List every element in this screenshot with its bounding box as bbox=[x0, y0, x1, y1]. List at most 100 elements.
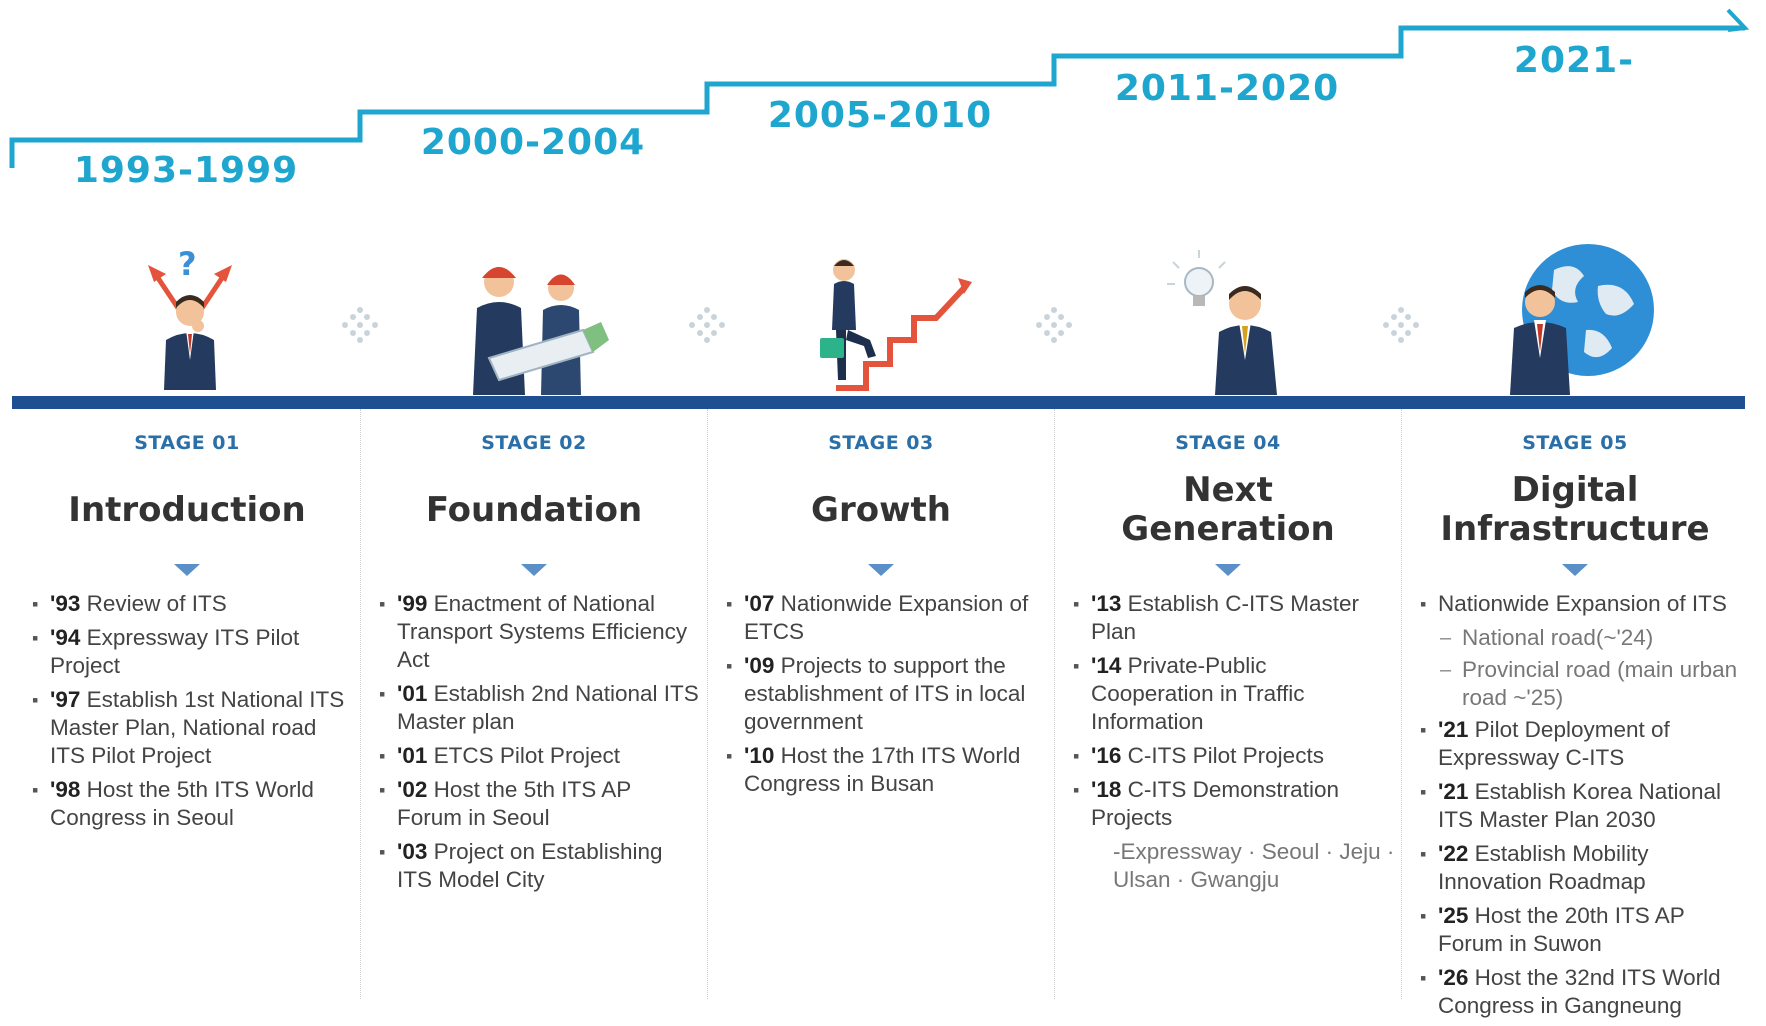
milestone-year: '26 bbox=[1438, 965, 1469, 990]
connector-dots-icon bbox=[689, 307, 725, 343]
milestone-text: ETCS Pilot Project bbox=[433, 743, 620, 768]
list-item: '01 Establish 2nd National ITS Master pl… bbox=[379, 680, 701, 736]
milestone-list: Nationwide Expansion of ITS National roa… bbox=[1402, 590, 1748, 1020]
milestone-text: Nationwide Expansion of ETCS bbox=[744, 591, 1029, 644]
milestone-year: '01 bbox=[397, 681, 428, 706]
milestone-year: '07 bbox=[744, 591, 775, 616]
column-divider bbox=[360, 409, 361, 999]
list-item: '94 Expressway ITS Pilot Project bbox=[32, 624, 354, 680]
period-label-2: 2000-2004 bbox=[420, 122, 646, 163]
milestone-year: '94 bbox=[50, 625, 81, 650]
milestone-text: Establish 1st National ITS Master Plan, … bbox=[50, 687, 345, 768]
milestone-year: '18 bbox=[1091, 777, 1122, 802]
milestone-text: Review of ITS bbox=[86, 591, 227, 616]
stage-title: Foundation bbox=[425, 489, 643, 530]
milestone-list: '13 Establish C-ITS Master Plan '14 Priv… bbox=[1055, 590, 1401, 894]
timeline-staircase bbox=[9, 8, 1750, 168]
milestone-text: Establish C-ITS Master Plan bbox=[1091, 591, 1359, 644]
businessman-climbing-stairs-icon bbox=[780, 230, 980, 405]
list-item: '09 Projects to support the establishmen… bbox=[726, 652, 1048, 736]
list-item: '21 Pilot Deployment of Expressway C-ITS bbox=[1420, 716, 1742, 772]
milestone-year: '09 bbox=[744, 653, 775, 678]
list-item: Nationwide Expansion of ITS bbox=[1420, 590, 1742, 618]
list-item: '93 Review of ITS bbox=[32, 590, 354, 618]
stage-column-5: STAGE 05 Digital Infrastructure Nationwi… bbox=[1402, 420, 1748, 1026]
triangle-down-icon bbox=[174, 564, 200, 576]
thinking-businessman-icon: ? bbox=[86, 230, 286, 405]
triangle-down-icon bbox=[868, 564, 894, 576]
milestone-text: Establish 2nd National ITS Master plan bbox=[397, 681, 699, 734]
triangle-down-icon bbox=[1215, 564, 1241, 576]
stage-column-1: STAGE 01 Introduction '93 Review of ITS … bbox=[14, 420, 360, 838]
svg-text:?: ? bbox=[178, 245, 197, 283]
milestone-text: Host the 17th ITS World Congress in Busa… bbox=[744, 743, 1021, 796]
list-item: '98 Host the 5th ITS World Congress in S… bbox=[32, 776, 354, 832]
list-item: '99 Enactment of National Transport Syst… bbox=[379, 590, 701, 674]
period-label-5: 2021- bbox=[1513, 40, 1635, 81]
milestone-year: '93 bbox=[50, 591, 81, 616]
milestone-year: '02 bbox=[397, 777, 428, 802]
sub-item: Provincial road (main urban road ~'25) bbox=[1420, 656, 1742, 712]
period-label-1: 1993-1999 bbox=[73, 150, 299, 191]
milestone-text: Host the 20th ITS AP Forum in Suwon bbox=[1438, 903, 1685, 956]
list-item: '22 Establish Mobility Innovation Roadma… bbox=[1420, 840, 1742, 896]
businessman-lightbulb-icon bbox=[1127, 230, 1327, 405]
milestone-list: '07 Nationwide Expansion of ETCS '09 Pro… bbox=[708, 590, 1054, 798]
list-item: '14 Private-Public Cooperation in Traffi… bbox=[1073, 652, 1395, 736]
stage-label: STAGE 05 bbox=[1522, 432, 1628, 454]
engineers-with-blueprint-icon bbox=[433, 230, 633, 405]
milestone-year: '14 bbox=[1091, 653, 1122, 678]
connector-dots-icon bbox=[342, 307, 378, 343]
milestone-text: Establish Korea National ITS Master Plan… bbox=[1438, 779, 1722, 832]
stage-label: STAGE 03 bbox=[828, 432, 934, 454]
list-item: '13 Establish C-ITS Master Plan bbox=[1073, 590, 1395, 646]
list-item: '02 Host the 5th ITS AP Forum in Seoul bbox=[379, 776, 701, 832]
triangle-down-icon bbox=[521, 564, 547, 576]
stage-column-3: STAGE 03 Growth '07 Nationwide Expansion… bbox=[708, 420, 1054, 804]
period-label-4: 2011-2020 bbox=[1114, 68, 1340, 109]
stage-column-2: STAGE 02 Foundation '99 Enactment of Nat… bbox=[361, 420, 707, 900]
milestone-text: Host the 5th ITS World Congress in Seoul bbox=[50, 777, 314, 830]
list-item: '25 Host the 20th ITS AP Forum in Suwon bbox=[1420, 902, 1742, 958]
list-item: '10 Host the 17th ITS World Congress in … bbox=[726, 742, 1048, 798]
stage-title: Digital Infrastructure bbox=[1440, 470, 1710, 549]
milestone-text: Private-Public Cooperation in Traffic In… bbox=[1091, 653, 1305, 734]
list-item: '18 C-ITS Demonstration Projects bbox=[1073, 776, 1395, 832]
list-item: '97 Establish 1st National ITS Master Pl… bbox=[32, 686, 354, 770]
milestone-year: '97 bbox=[50, 687, 81, 712]
column-divider bbox=[707, 409, 708, 999]
milestone-text: Establish Mobility Innovation Roadmap bbox=[1438, 841, 1649, 894]
milestone-year: '22 bbox=[1438, 841, 1469, 866]
milestone-text: Nationwide Expansion of ITS bbox=[1438, 591, 1727, 616]
milestone-year: '03 bbox=[397, 839, 428, 864]
stage-title: Introduction bbox=[68, 489, 306, 530]
milestone-note: -Expressway · Seoul · Jeju · Ulsan · Gwa… bbox=[1113, 839, 1395, 892]
milestone-year: '99 bbox=[397, 591, 428, 616]
timeline-baseline bbox=[12, 396, 1745, 409]
sub-item: National road(~'24) bbox=[1420, 624, 1742, 652]
period-label-3: 2005-2010 bbox=[767, 95, 993, 136]
milestone-year: '10 bbox=[744, 743, 775, 768]
stage-label: STAGE 04 bbox=[1175, 432, 1281, 454]
milestone-list: '93 Review of ITS '94 Expressway ITS Pil… bbox=[14, 590, 360, 832]
list-item: '01 ETCS Pilot Project bbox=[379, 742, 701, 770]
milestone-text: Project on Establishing ITS Model City bbox=[397, 839, 663, 892]
milestone-text: Host the 5th ITS AP Forum in Seoul bbox=[397, 777, 631, 830]
milestone-text: Projects to support the establishment of… bbox=[744, 653, 1026, 734]
list-item: '16 C-ITS Pilot Projects bbox=[1073, 742, 1395, 770]
milestone-year: '21 bbox=[1438, 779, 1469, 804]
list-item: '26 Host the 32nd ITS World Congress in … bbox=[1420, 964, 1742, 1020]
milestone-year: '16 bbox=[1091, 743, 1122, 768]
milestone-year: '98 bbox=[50, 777, 81, 802]
stage-label: STAGE 01 bbox=[134, 432, 240, 454]
milestone-text: Expressway ITS Pilot Project bbox=[50, 625, 300, 678]
milestone-text: C-ITS Demonstration Projects bbox=[1091, 777, 1339, 830]
column-divider bbox=[1054, 409, 1055, 999]
milestone-text: Pilot Deployment of Expressway C-ITS bbox=[1438, 717, 1670, 770]
list-item: '21 Establish Korea National ITS Master … bbox=[1420, 778, 1742, 834]
triangle-down-icon bbox=[1562, 564, 1588, 576]
connector-dots-icon bbox=[1036, 307, 1072, 343]
milestone-text: C-ITS Pilot Projects bbox=[1127, 743, 1324, 768]
stage-title: Next Generation bbox=[1121, 470, 1335, 549]
milestone-list: '99 Enactment of National Transport Syst… bbox=[361, 590, 707, 894]
